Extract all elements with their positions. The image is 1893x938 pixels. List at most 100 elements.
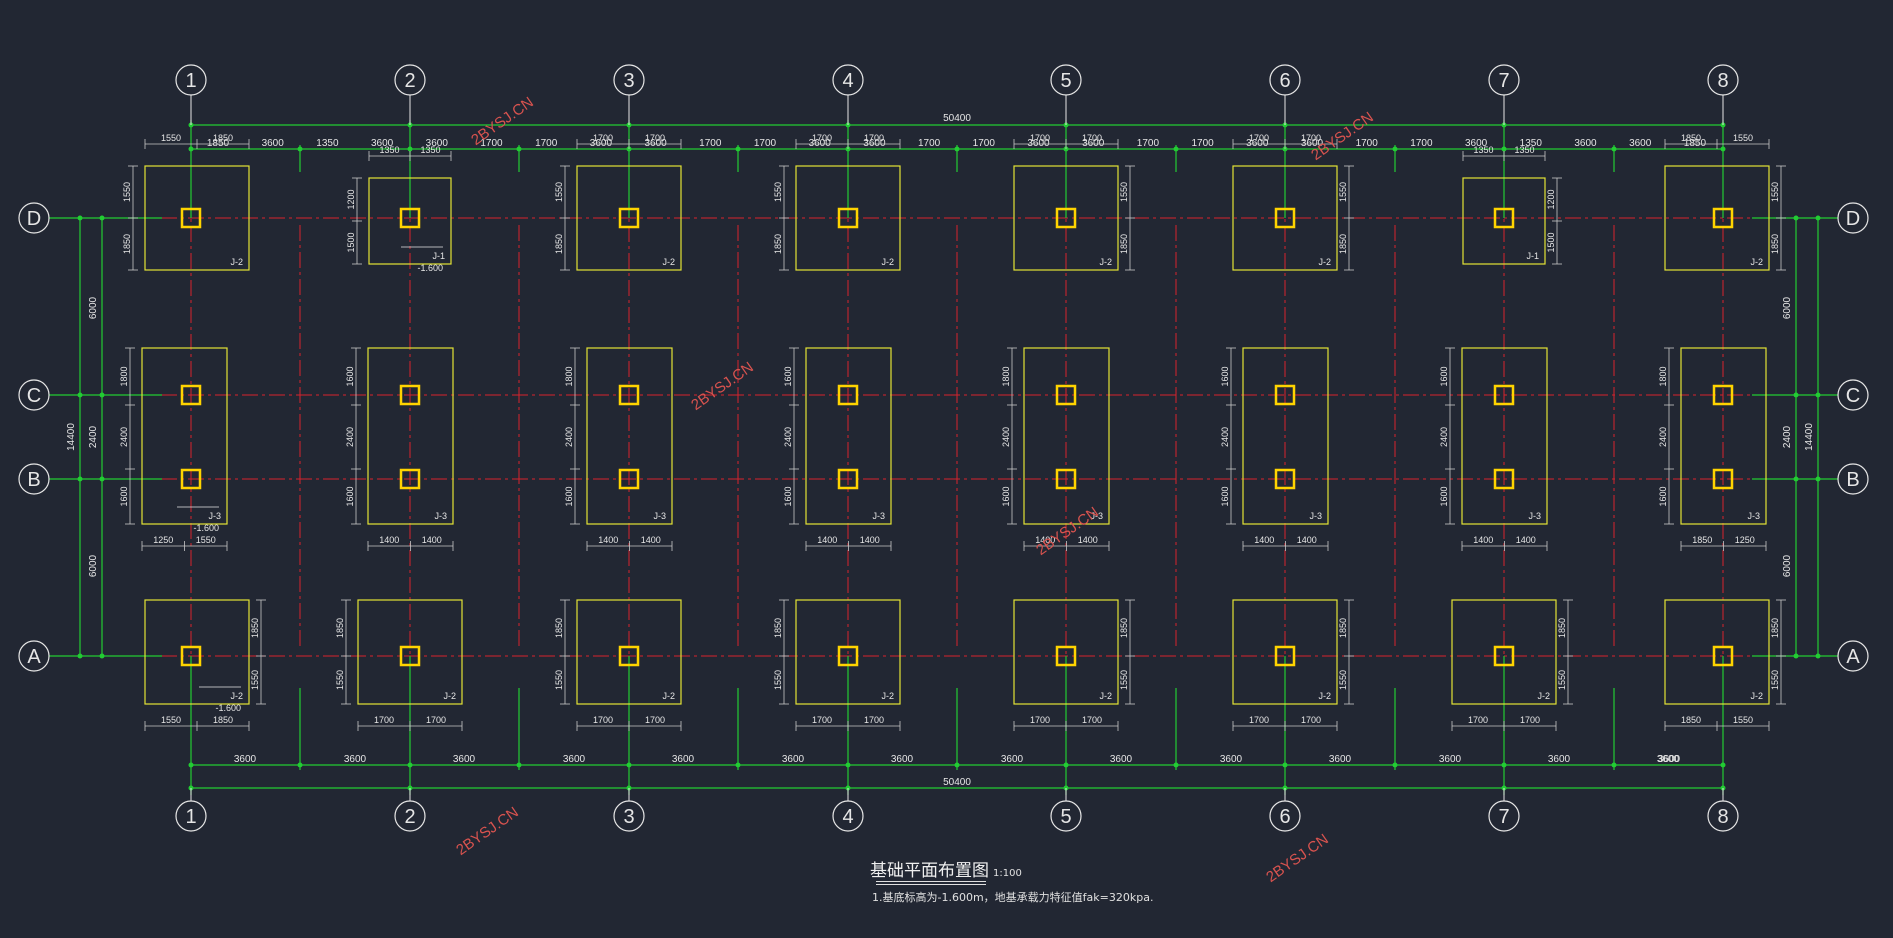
span-dim-side-label: 6000: [88, 296, 99, 319]
footing-bottom-label: J-2: [1750, 691, 1763, 701]
top-chain-label: 1700: [1137, 138, 1160, 149]
footing-dim-label: 1700: [864, 715, 884, 725]
footing-mid-label: J-3: [872, 511, 885, 521]
footing-bottom-label: J-2: [662, 691, 675, 701]
footing-dim-label: 1550: [773, 182, 783, 202]
column-square: [399, 384, 421, 406]
footing-dim-label: 1250: [1735, 535, 1755, 545]
column-square: [399, 468, 421, 490]
bay-dim-label: 3600: [1548, 754, 1571, 765]
footing-dim-label: 1550: [1733, 715, 1753, 725]
bay-dim-label: 3600: [1657, 754, 1680, 765]
column-square: [618, 645, 640, 667]
column-square: [618, 468, 640, 490]
footing-dim-label: 1550: [250, 670, 260, 690]
footing-dim-label: 1850: [213, 715, 233, 725]
top-chain-label: 3600: [1629, 138, 1652, 149]
top-chain-label: 3600: [1246, 138, 1269, 149]
grid-bubble-B: [18, 463, 50, 495]
grid-bubble-label: 1: [185, 70, 196, 92]
footing-top: [1664, 165, 1770, 271]
top-chain-label: 3600: [1465, 138, 1488, 149]
footing-top-label: J-2: [881, 257, 894, 267]
footing-dim-label: 1850: [1338, 618, 1348, 638]
grid-bubble-label: C: [1846, 385, 1860, 407]
column-square: [1493, 468, 1515, 490]
grid-bubble-C: [1837, 379, 1869, 411]
footing-dim-label: 1850: [335, 618, 345, 638]
footing-dim-label: 1700: [864, 133, 884, 143]
dim-node: [516, 146, 522, 152]
footing-dim-label: 1400: [379, 535, 399, 545]
column-square: [180, 468, 202, 490]
footing-bottom: [144, 599, 250, 705]
column-square: [1055, 468, 1077, 490]
footing-dim-label: 2400: [783, 427, 793, 447]
footing-bottom-label: J-2: [230, 691, 243, 701]
top-chain-label: 1700: [535, 138, 558, 149]
bay-dim-label: 3600: [563, 754, 586, 765]
footing-dim-label: 1550: [196, 535, 216, 545]
footing-dim-label: 1550: [554, 670, 564, 690]
footing-dim-label: 1350: [420, 145, 440, 155]
footing-dim-label: 1400: [1078, 535, 1098, 545]
grid-bubble-label: D: [27, 208, 41, 230]
elevation-label: -1.600: [215, 703, 241, 713]
elevation-label: -1.600: [417, 263, 443, 273]
footing-dim-label: 1500: [1546, 232, 1556, 252]
footing-dim-label: 1600: [1220, 486, 1230, 506]
footing-dim-label: 1200: [346, 189, 356, 209]
column-square: [1055, 645, 1077, 667]
column-square: [1274, 207, 1296, 229]
footing-top-label: J-2: [662, 257, 675, 267]
footing-dim-label: 1700: [812, 133, 832, 143]
footing-dim-label: 1850: [773, 618, 783, 638]
top-chain-label: 1700: [699, 138, 722, 149]
footing-dim-label: 1850: [1119, 234, 1129, 254]
footing-dim-label: 2400: [1220, 427, 1230, 447]
grid-bubble-label: 5: [1060, 806, 1071, 828]
footing-dim-label: 2400: [345, 427, 355, 447]
footing-dim-label: 1700: [1082, 133, 1102, 143]
column-square: [1274, 384, 1296, 406]
footing-dim-label: 1350: [379, 145, 399, 155]
dim-node: [99, 653, 105, 659]
dim-node: [99, 215, 105, 221]
footing-dim-label: 1400: [1035, 535, 1055, 545]
footing-dim-label: 1600: [1658, 486, 1668, 506]
column-square: [1712, 384, 1734, 406]
footing-dim-label: 1600: [1001, 486, 1011, 506]
footing-dimensions: 1550 1850 1550 1850 1350 1350 1200 1500 1700 1700…: [119, 133, 1786, 731]
dim-node: [188, 146, 194, 152]
grid-bubble-label: 6: [1279, 806, 1290, 828]
footing-dim-label: 1600: [1439, 366, 1449, 386]
bay-dim-label: 3600: [1329, 754, 1352, 765]
bay-dim-label: 3600: [344, 754, 367, 765]
grid-bubble-label: 8: [1717, 70, 1728, 92]
grid-bubble-A: [18, 640, 50, 672]
footing-dim-label: 1850: [1681, 133, 1701, 143]
footing-dim-label: 1550: [1119, 670, 1129, 690]
top-chain-label: 3600: [262, 138, 285, 149]
footing-mid-label: J-3: [434, 511, 447, 521]
footing-dim-label: 1700: [1030, 715, 1050, 725]
footing-dim-label: 1700: [645, 715, 665, 725]
overall-dim-top-label: 50400: [943, 113, 971, 124]
dim-node: [407, 146, 413, 152]
footing-bottom: [1664, 599, 1770, 705]
dim-node: [1815, 653, 1821, 659]
footing-top-label: J-1: [1526, 251, 1539, 261]
dim-node: [1392, 762, 1398, 768]
top-chain-label: 1850: [207, 138, 230, 149]
footing-dim-label: 1700: [374, 715, 394, 725]
footing-mid-label: J-3: [1090, 511, 1103, 521]
overall-dim-side-label: 14400: [1804, 423, 1815, 451]
footing-dim-label: 1550: [1338, 182, 1348, 202]
bay-dim-label: 3600: [234, 754, 257, 765]
footing-bottom-label: J-2: [1537, 691, 1550, 701]
footing-mid: [1023, 347, 1110, 525]
footing-bottom-label: J-2: [1318, 691, 1331, 701]
footing-bottom: [1451, 599, 1557, 705]
